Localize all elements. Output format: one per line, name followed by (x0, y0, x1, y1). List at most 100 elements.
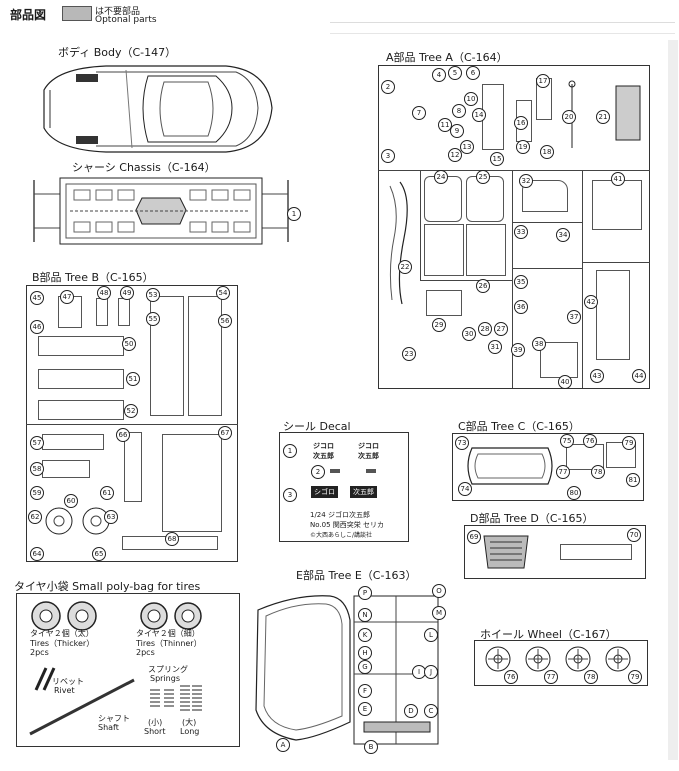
tires-thick-label-en: Tires（Thicker） (30, 639, 95, 648)
tree-a-divider-6 (512, 222, 582, 223)
tires-thick-drawing (31, 601, 97, 631)
decal-logo-text-1: ジコロ (313, 442, 334, 450)
letter-M: M (432, 606, 446, 620)
part-number-41: 41 (611, 172, 625, 186)
part-number-9: 9 (450, 124, 464, 138)
decal-footer-3: ©大西あらしこ/講談社 (310, 532, 373, 539)
letter-D: D (404, 704, 418, 718)
part-number-6: 6 (466, 66, 480, 80)
tree-c-title: C部品 Tree C（C-165） (458, 420, 580, 433)
tires-thin-qty: 2pcs (136, 648, 155, 657)
part-number-66: 66 (116, 428, 130, 442)
part-41 (592, 180, 642, 230)
decal-footer-2: No.05 関西突栄 セリカ (310, 521, 384, 529)
part-number-69: 69 (467, 530, 481, 544)
decal-title: シール Decal (283, 420, 351, 433)
part-number-40: 40 (558, 375, 572, 389)
part-number-34: 34 (556, 228, 570, 242)
letter-G: G (358, 660, 372, 674)
part-number-76: 76 (583, 434, 597, 448)
part-20-21-rods (568, 80, 641, 148)
part-number-59: 59 (30, 486, 44, 500)
part-number-14: 14 (472, 108, 486, 122)
part-number-48: 48 (97, 286, 111, 300)
shaft-label-jp: シャフト (98, 714, 130, 723)
part-number-18: 18 (540, 145, 554, 159)
part-number-3: 3 (381, 149, 395, 163)
part-number-5: 5 (448, 66, 462, 80)
page-edge-shadow (668, 40, 678, 760)
part-62-63-wheels (45, 507, 110, 535)
decal-footer-1: 1/24 ジゴロ次五郎 (310, 511, 370, 519)
part-number-58: 58 (30, 462, 44, 476)
part-number-27: 27 (494, 322, 508, 336)
part-number-43: 43 (590, 369, 604, 383)
body-title: ボディ Body（C-147） (58, 46, 177, 59)
letter-B: B (364, 740, 378, 754)
part-number-61: 61 (100, 486, 114, 500)
part-number-26: 26 (476, 279, 490, 293)
letter-F: F (358, 684, 372, 698)
part-number-11: 11 (438, 118, 452, 132)
chassis-title: シャーシ Chassis（C-164） (72, 161, 216, 174)
part-number-12: 12 (448, 148, 462, 162)
bleed-through (330, 22, 675, 34)
legend-swatch (62, 6, 92, 21)
decal-sheet (279, 432, 409, 542)
part-number-20: 20 (562, 110, 576, 124)
decal-mark-b (366, 469, 376, 473)
rivet-label-jp: リベット (52, 677, 84, 686)
letter-J: J (424, 665, 438, 679)
part-number-75: 75 (560, 434, 574, 448)
rivet-shaft-drawing (29, 667, 135, 736)
part-69-drawing (483, 535, 529, 569)
letter-C: C (424, 704, 438, 718)
part-number-53: 53 (146, 288, 160, 302)
part-number-74: 74 (458, 482, 472, 496)
part-number-52: 52 (124, 404, 138, 418)
tree-b-title: B部品 Tree B（C-165） (32, 271, 154, 284)
part-number-21: 21 (596, 110, 610, 124)
part-number-22: 22 (398, 260, 412, 274)
tree-b-divider (26, 424, 238, 425)
tree-a-divider-3 (512, 170, 513, 388)
part-number-62: 62 (28, 510, 42, 524)
springs-drawing (150, 685, 202, 711)
part-number-4: 4 (432, 68, 446, 82)
tree-a-divider-7 (512, 268, 582, 269)
tires-title: タイヤ小袋 Small poly-bag for tires (14, 580, 201, 593)
part-number-36: 36 (514, 300, 528, 314)
tires-thick-qty: 2pcs (30, 648, 49, 657)
tree-a-divider-8 (582, 262, 650, 263)
part-number-81: 81 (626, 473, 640, 487)
decal-number-2: 2 (311, 465, 325, 479)
tree-a-divider-2 (420, 170, 421, 280)
letter-P: P (358, 586, 372, 600)
part-number-28: 28 (478, 322, 492, 336)
chassis-tree-drawing (33, 177, 289, 245)
tires-thick-label-jp: タイヤ２個（太） (30, 629, 94, 638)
decal-plate-1: シゴロ (311, 486, 338, 498)
part-number-32: 32 (519, 174, 533, 188)
springs-short-jp: (小) (148, 718, 163, 727)
decal-plate-2: 次五郎 (350, 486, 377, 498)
part-52 (38, 400, 124, 420)
tree-a-title: A部品 Tree A（C-164） (386, 51, 508, 64)
decal-plate-2-text: 次五郎 (353, 488, 374, 496)
part-51 (38, 369, 124, 389)
part-67 (162, 434, 222, 532)
part-32 (522, 180, 568, 212)
part-number-13: 13 (460, 140, 474, 154)
part-seat-optional-1 (424, 224, 464, 276)
wheel-number-78: 78 (584, 670, 598, 684)
part-number-29: 29 (432, 318, 446, 332)
letter-K: K (358, 628, 372, 642)
part-number-45: 45 (30, 291, 44, 305)
part-number-30: 30 (462, 327, 476, 341)
letter-H: H (358, 646, 372, 660)
tires-thin-label-jp: タイヤ２個（細） (136, 629, 200, 638)
wheel-number-79: 79 (628, 670, 642, 684)
part-49 (118, 298, 130, 326)
part-54-56 (188, 296, 222, 416)
part-number-79: 79 (622, 436, 636, 450)
